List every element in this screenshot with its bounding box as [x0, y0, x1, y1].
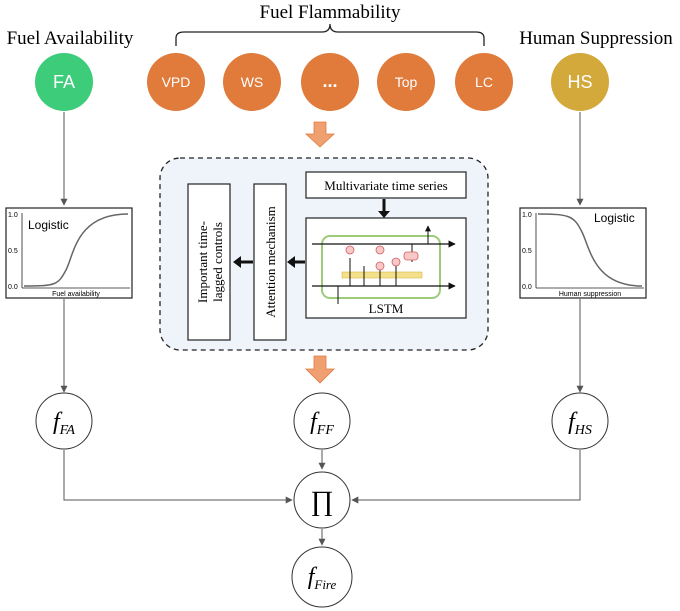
- lstm-label: LSTM: [369, 301, 404, 316]
- flammability-node-3: [377, 53, 435, 111]
- flammability-nodes: VPD WS... Top LC: [147, 53, 513, 111]
- arrow-lstm-to-attention-head: [287, 256, 295, 268]
- f-fa-symbol: f: [53, 409, 63, 435]
- controls-label-line1: Important time-: [195, 221, 210, 303]
- f-ff-node: fFF: [293, 392, 351, 450]
- f-fa-subscript: FA: [59, 423, 76, 438]
- left-ytick-0: 0.0: [8, 284, 18, 291]
- flammability-node-0: [147, 53, 205, 111]
- right-ytick-0: 0.0: [522, 284, 532, 291]
- right-ytick-1: 1.0: [522, 212, 532, 219]
- left-ytick-0_5: 0.5: [8, 248, 18, 255]
- arrow-to-lstm-head: [378, 211, 390, 218]
- heading-fuel-flammability: Fuel Flammability: [260, 2, 401, 23]
- flammability-node-1: [223, 53, 281, 111]
- logistic-plot-left: [5, 207, 133, 299]
- f-fa-node: fFA: [35, 392, 93, 450]
- f-hs-symbol: f: [568, 409, 578, 435]
- arrow-ffa-to-product: [63, 450, 293, 504]
- right-ytick-0_5: 0.5: [522, 248, 532, 255]
- f-fire-symbol: f: [308, 564, 318, 590]
- flammability-node-4: [455, 53, 513, 111]
- arrow-fhs-to-product: [351, 450, 581, 504]
- multivariate-label: Multivariate time series: [324, 178, 447, 193]
- logistic-plot-right: [519, 207, 647, 299]
- orange-arrow-bottom: [305, 355, 335, 384]
- controls-label-line2: lagged controls: [210, 222, 225, 302]
- hs-node: [551, 53, 609, 111]
- flammability-brace: [175, 23, 485, 46]
- attention-label: Attention mechanism: [263, 206, 278, 318]
- flammability-node-label-0: VPD: [162, 74, 191, 90]
- left-logistic-xlabel: Fuel availability: [52, 291, 100, 298]
- f-hs-node: fHS: [551, 392, 609, 450]
- orange-arrow-top: [304, 121, 336, 148]
- heading-human-suppression: Human Suppression: [519, 28, 673, 49]
- flammability-node-label-4: LC: [475, 74, 493, 90]
- svg-text:fFA: fFA: [53, 409, 75, 438]
- controls-box: [187, 183, 231, 341]
- heading-fuel-availability: Fuel Availability: [7, 28, 134, 49]
- right-logistic-xlabel: Human suppression: [559, 291, 621, 298]
- svg-text:fFire: fFire: [308, 564, 337, 592]
- multivariate-box: [305, 171, 467, 199]
- f-ff-subscript: FF: [316, 423, 335, 438]
- lstm-cell-diagram: [312, 225, 456, 304]
- arrow-attention-to-controls-head: [233, 256, 241, 268]
- right-logistic-title: Logistic: [594, 211, 635, 225]
- fa-node-label: FA: [53, 72, 75, 92]
- left-ytick-1: 1.0: [8, 212, 18, 219]
- flammability-node-label-2: ...: [322, 71, 337, 91]
- flammability-node-label-3: Top: [395, 74, 418, 90]
- attention-box: [253, 183, 287, 341]
- svg-text:fHS: fHS: [568, 409, 592, 438]
- left-logistic-title: Logistic: [28, 218, 69, 232]
- f-hs-subscript: HS: [574, 423, 592, 438]
- fa-node: [35, 53, 93, 111]
- flammability-node-2: [301, 53, 359, 111]
- hs-node-label: HS: [567, 72, 592, 92]
- product-symbol: ∏: [310, 486, 333, 517]
- f-fire-subscript: Fire: [313, 577, 336, 592]
- product-node: [293, 471, 351, 529]
- svg-text:fFF: fFF: [310, 409, 334, 438]
- f-ff-symbol: f: [310, 409, 320, 435]
- flammability-node-label-1: WS: [241, 74, 264, 90]
- f-fire-node: fFire: [291, 546, 353, 608]
